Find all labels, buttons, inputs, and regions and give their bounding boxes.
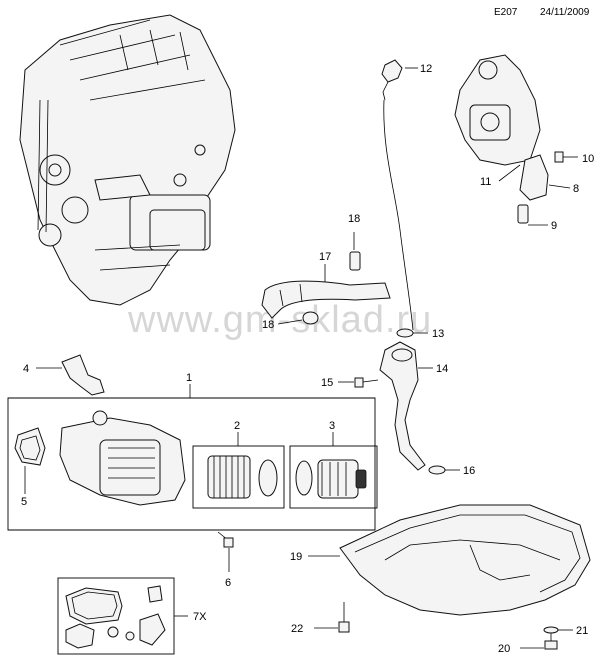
dipstick-tube-part	[379, 341, 426, 471]
callout-12: 12	[420, 63, 432, 75]
callout-3: 3	[329, 420, 335, 432]
diagram-code: E207	[494, 7, 518, 18]
filter-element-box	[192, 445, 285, 509]
callout-10: 10	[582, 153, 594, 165]
bolt-part-22	[338, 602, 350, 633]
drain-plug-part-20	[544, 633, 558, 650]
engine-assembly-illustration	[19, 14, 236, 306]
bolt-part-10	[554, 151, 578, 163]
hose-part-17	[261, 280, 391, 319]
callout-18-upper: 18	[348, 213, 360, 225]
filter-cap-part	[295, 459, 367, 499]
diagram-date: 24/11/2009	[540, 7, 590, 18]
filter-element-part	[207, 455, 278, 499]
gasket-part-5	[14, 427, 46, 466]
callout-7x: 7X	[193, 611, 207, 623]
bolt-part-15	[354, 377, 379, 388]
callout-15: 15	[321, 377, 333, 389]
gasket-kit-part	[65, 585, 166, 649]
callout-5: 5	[21, 496, 27, 508]
callout-17: 17	[319, 251, 331, 263]
callout-20: 20	[498, 643, 510, 655]
clip-part-18-lower	[302, 311, 319, 325]
callout-6: 6	[225, 577, 231, 589]
oring-part-13	[396, 328, 414, 338]
callout-14: 14	[436, 363, 448, 375]
callout-2: 2	[234, 420, 240, 432]
callout-11: 11	[480, 176, 491, 188]
callout-13: 13	[432, 328, 444, 340]
oil-pan-part	[339, 504, 591, 616]
callout-4: 4	[23, 363, 29, 375]
oil-filter-housing-part	[59, 410, 186, 506]
dipstick-part	[381, 59, 414, 331]
bolt-part-6	[217, 531, 234, 548]
oil-filter-housing-group-box	[7, 397, 376, 531]
oring-part-16	[428, 465, 446, 475]
callout-8: 8	[573, 183, 579, 195]
callout-9: 9	[551, 220, 557, 232]
callout-18-lower: 18	[262, 319, 274, 331]
callout-22: 22	[291, 623, 303, 635]
elbow-fitting-part-4	[61, 354, 105, 396]
callout-1: 1	[186, 372, 192, 384]
filter-cap-box	[289, 445, 378, 509]
callout-21: 21	[576, 625, 588, 637]
clip-part-18	[349, 251, 361, 271]
hose-fitting-part	[517, 154, 549, 224]
pump-assembly-illustration	[454, 54, 541, 166]
callout-19: 19	[290, 551, 302, 563]
callout-16: 16	[463, 465, 475, 477]
washer-part-21	[543, 626, 559, 634]
